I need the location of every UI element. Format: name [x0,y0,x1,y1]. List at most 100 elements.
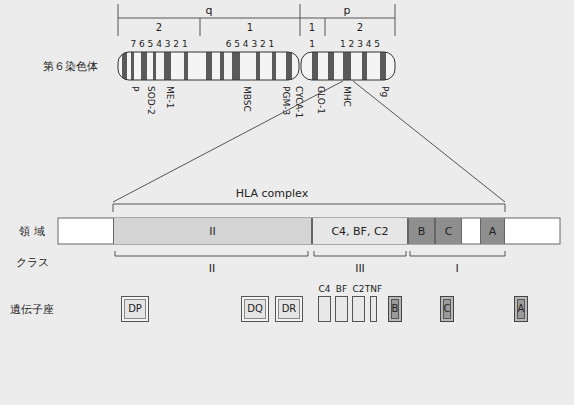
region-number: 2 [156,23,162,33]
gene-label: ME-1 [165,86,174,108]
scale-tick [118,4,119,36]
region-segment: II [113,218,312,244]
locus-box: TNF [370,296,377,322]
arm-label: q [206,5,213,16]
scale-tick [300,4,301,36]
scale-tick [395,4,396,36]
class-bracket [314,251,406,256]
gene-label: P [130,86,139,91]
box-text: C4, BF, C2 [331,226,388,237]
locus-box: C2 [352,296,365,322]
class-label: III [355,263,365,274]
region-number: 1 [247,23,253,33]
band [164,52,171,80]
region-band [58,218,560,244]
scale-tick [200,18,201,36]
gene-label: CYCA-1 [294,86,303,118]
band [153,52,156,80]
region-number: 2 [357,23,363,33]
box-text: C [445,226,453,237]
locus-box: DQ [241,296,269,322]
class-bracket [410,251,505,256]
gene-label: MBSC [242,86,251,112]
band [206,52,212,80]
box-text: A [518,304,525,314]
band-scale [118,4,395,36]
locus-label: TNF [365,285,382,294]
chromosome-arm [118,52,299,80]
chromosome [118,52,395,80]
row-label: 遺伝子座 [10,304,54,315]
arm-label: p [344,5,351,16]
locus-box: C [440,296,454,322]
box-text: DR [282,304,297,314]
complex-label: HLA complex [236,188,308,199]
box-text: B [392,304,399,314]
locus-box: C4 [318,296,331,322]
locus-label: C4 [318,285,330,294]
gene-label: GLO-1 [316,86,325,114]
locus-box: A [514,296,528,322]
band-numbers: 1 [309,40,315,49]
gene-label: SOD-2 [146,86,155,115]
class-label: I [455,263,458,274]
locus-box: DP [121,296,149,322]
band [256,52,260,80]
region-number: 1 [309,23,315,33]
band [220,52,224,80]
locus-label: BF [336,285,347,294]
band [328,52,334,80]
chromosome-arm [301,52,395,80]
region-segment: A [480,218,505,244]
chromosome-bands [122,52,386,80]
row-label: クラス [16,257,49,268]
region-segment: C4, BF, C2 [312,218,408,244]
region-segment: C [435,218,462,244]
expansion-line [353,81,505,202]
expansion-line [113,81,343,202]
locus-box: DR [275,296,303,322]
box-text: A [489,226,497,237]
box-text: B [418,226,426,237]
hla-bracket [113,204,114,212]
band-numbers: 7 6 5 4 3 2 1 [130,40,187,49]
scale-line [118,18,395,19]
band [272,52,276,80]
band [141,52,147,80]
box-text: DP [128,304,142,314]
region-band-ground [58,218,560,244]
band [122,52,127,80]
locus-box: BF [335,296,348,322]
locus-box: B [388,296,402,322]
hla-bracket [505,204,506,212]
band-numbers: 6 5 4 3 2 1 [226,40,275,49]
class-label: II [209,263,216,274]
band [343,52,351,80]
band [131,52,134,80]
gene-label: PGM-3 [281,86,290,115]
gene-label: Pg [380,86,389,97]
locus-label: C2 [352,285,364,294]
class-brackets [115,251,505,256]
box-text: II [209,226,216,237]
band-numbers: 1 2 3 4 5 [340,40,380,49]
band [232,52,240,80]
hla-expansion [113,81,505,212]
scale-tick [325,18,326,36]
band [362,52,367,80]
band [286,52,292,80]
region-segment: B [408,218,435,244]
hla-bracket [113,204,505,205]
box-text: C [444,304,451,314]
gene-label: MHC [342,86,351,107]
class-bracket [115,251,308,256]
row-label: 領 域 [19,226,45,237]
chromosome-outline [301,52,395,80]
chromosome-label: 第６染色体 [43,61,98,72]
chromosome-outline [118,52,299,80]
box-text: DQ [247,304,263,314]
band [380,52,386,80]
band [184,52,188,80]
band [312,52,318,80]
